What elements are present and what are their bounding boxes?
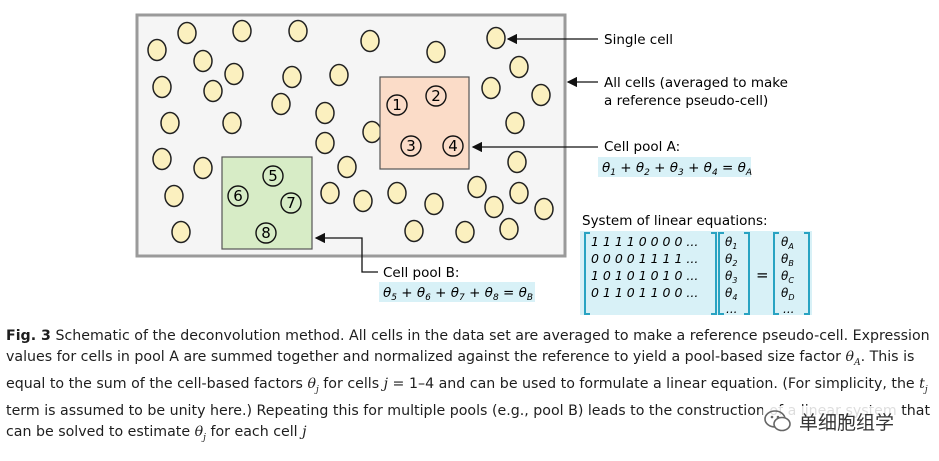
single-cell — [481, 76, 501, 100]
pool-b-cells: 5 6 7 8 — [227, 165, 302, 244]
single-cell — [509, 55, 529, 79]
rhs-entry: ... — [783, 302, 794, 316]
all-cells-label-line2: a reference pseudo-cell) — [604, 93, 768, 109]
single-cell — [288, 19, 308, 43]
all-cells-label-line1: All cells (averaged to make — [604, 75, 788, 91]
single-cell — [424, 192, 444, 216]
single-cell — [315, 131, 335, 155]
single-cell — [315, 101, 335, 125]
single-cell — [387, 181, 407, 205]
single-cell — [507, 150, 527, 174]
single-cell — [147, 38, 167, 62]
pool-b-equation: θ5 + θ6 + θ7 + θ8 = θB — [383, 285, 533, 303]
pool-a-cell-label: 1 — [392, 96, 402, 114]
single-cell — [177, 21, 197, 45]
matrix-row: 0 1 1 0 1 1 0 0 ... — [591, 285, 698, 300]
pool-b-cell-label: 8 — [261, 224, 271, 242]
single-cell — [486, 26, 506, 50]
single-cell — [404, 219, 424, 243]
single-cell — [203, 79, 223, 103]
single-cell — [152, 75, 172, 99]
single-cell — [320, 181, 340, 205]
pool-a-cell-label: 3 — [406, 137, 416, 155]
watermark-text: 单细胞组学 — [799, 411, 895, 434]
single-cell — [531, 83, 551, 107]
theta-entry: ... — [726, 302, 737, 316]
single-cell — [329, 63, 349, 87]
pool-b-cell-label: 7 — [286, 194, 296, 212]
single-cell — [193, 49, 213, 73]
single-cell — [160, 111, 180, 135]
matrix-row: 1 1 1 1 0 0 0 0 ... — [591, 234, 698, 249]
caption-part: Schematic of the deconvolution method. A… — [6, 328, 931, 443]
single-cell — [222, 111, 242, 135]
single-cell — [171, 220, 191, 244]
figure-label: Fig. 3 — [6, 328, 51, 344]
single-cell — [164, 184, 184, 208]
figure-caption: Fig. 3 Schematic of the deconvolution me… — [6, 326, 932, 448]
matrix-row: 1 0 1 0 1 0 1 0 ... — [591, 268, 698, 283]
watermark: 单细胞组学 — [763, 406, 899, 436]
equals-sign: = — [756, 266, 769, 284]
single-cell — [362, 120, 382, 144]
system-title: System of linear equations: — [582, 213, 768, 229]
single-cell — [271, 92, 291, 116]
matrix-bracket — [584, 232, 810, 315]
pool-b-arrow — [314, 232, 378, 273]
wechat-icon — [764, 410, 791, 432]
coefficient-matrix: 1 1 1 1 0 0 0 0 ... 0 0 0 0 1 1 1 1 ... … — [591, 234, 698, 300]
matrix-row: 0 0 0 0 1 1 1 1 ... — [591, 251, 698, 266]
deconvolution-schematic: 1 2 3 4 5 6 7 8 Single cell All cells (a… — [135, 13, 812, 316]
rhs-vector: θA θB θC θD ... — [781, 235, 795, 316]
single-cell — [534, 197, 554, 221]
pool-b-cell-label: 5 — [268, 167, 278, 185]
single-cells-group — [147, 19, 554, 244]
single-cell — [455, 220, 475, 244]
single-cell — [232, 19, 252, 43]
single-cell — [193, 156, 213, 180]
pool-a-label: Cell pool A: — [604, 139, 680, 155]
pool-b-label: Cell pool B: — [383, 265, 459, 281]
pool-a-cell-label: 4 — [448, 137, 458, 155]
single-cell — [152, 147, 172, 171]
pool-b-cell-label: 6 — [233, 187, 243, 205]
pool-a-box — [379, 76, 470, 170]
single-cell — [505, 111, 525, 135]
single-cell — [426, 40, 446, 64]
single-cell — [499, 217, 519, 241]
pool-a-equation: θ1 + θ2 + θ3 + θ4 = θA — [602, 160, 752, 178]
pool-a-equation-highlight — [598, 157, 751, 177]
single-cell — [337, 155, 357, 179]
single-cell — [360, 29, 380, 53]
single-cell — [282, 65, 302, 89]
pool-b-equation-highlight — [379, 282, 535, 302]
single-cell — [467, 175, 487, 199]
pool-a-cells: 1 2 3 4 — [386, 85, 464, 157]
single-cell — [224, 62, 244, 86]
theta-vector: θ1 θ2 θ3 θ4 ... — [725, 235, 737, 316]
pool-b-box — [221, 156, 313, 250]
single-cell — [484, 195, 504, 219]
single-cell-label: Single cell — [604, 32, 673, 48]
pool-a-cell-label: 2 — [431, 87, 441, 105]
single-cell — [353, 189, 373, 213]
single-cell — [509, 181, 529, 205]
